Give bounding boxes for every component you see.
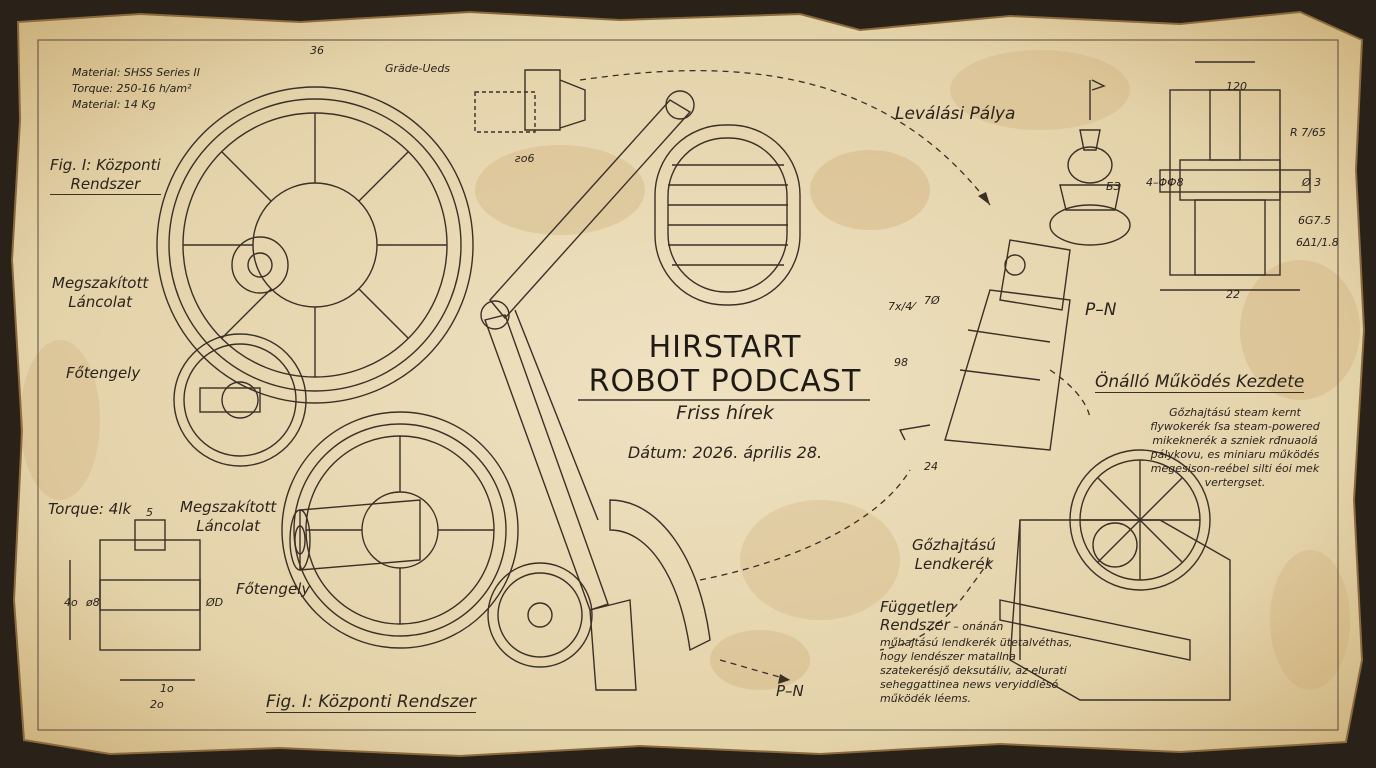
dim-od: ØD (206, 596, 224, 609)
label-independent-line2: Rendszer – onánán (880, 616, 1003, 635)
stain (475, 145, 645, 235)
tower-drawing (898, 79, 1131, 451)
label-independent-line1: Független (880, 598, 955, 616)
podcast-title-line1: HIRSTART (648, 330, 802, 365)
dim-6g75: 6G7.5 (1298, 214, 1332, 227)
label-chain-2-line2: Láncolat (196, 517, 260, 535)
steam-engine-drawing (999, 449, 1231, 701)
label-shaft-2: Főtengely (236, 580, 311, 598)
note-independent: műhajtású lendkerék ütetalvéthas, hogy l… (880, 636, 1073, 705)
fig-label-top-line2: Rendszer (50, 175, 161, 195)
label-flywheel-line2: Lendkerék (914, 555, 994, 573)
label-independent-word: Rendszer (880, 616, 950, 634)
label-flywheel-line1: Gőzhajtású (912, 536, 996, 554)
mic-arm (489, 99, 692, 320)
dim-o8: ø8 (86, 596, 100, 609)
gear-large-bottom (281, 411, 519, 649)
tower-dim-1: 7x/4⁄ (888, 300, 915, 313)
dim-120: 120 (1226, 80, 1247, 93)
label-path: Leválási Pálya (895, 104, 1016, 124)
stain (950, 50, 1130, 130)
dim-bolt: ƨo6 (515, 152, 535, 165)
label-flywheel: Gőzhajtású Lendkerék (912, 536, 996, 574)
label-shaft-1: Főtengely (66, 364, 141, 382)
dim-o3: Ø 3 (1302, 176, 1322, 189)
mic-base (589, 599, 637, 691)
tower-dim-3: 98 (894, 356, 908, 369)
stain (1240, 260, 1360, 400)
stain (1270, 550, 1350, 690)
fig-label-top-line1: Fig. I: Központi (50, 156, 161, 174)
dim-stamp: Gräde-Ueds (385, 62, 451, 75)
dim-6d118: 6Δ1/1.8 (1296, 236, 1339, 249)
label-chain-1-line1: Megszakított (52, 274, 149, 292)
podcast-subtitle: Friss hírek (676, 402, 774, 424)
dim-20: 2o (150, 698, 164, 711)
paper-sheet (10, 10, 1366, 758)
dim-left-a: 4–ΦФ8 (1146, 176, 1184, 189)
tower-dim-2: 7Ø (924, 294, 940, 307)
label-pn-1: P–N (1085, 300, 1117, 320)
dim-40: 4o (64, 596, 78, 609)
label-pn-2: P–N (776, 682, 804, 700)
tower-dim-4: 24 (924, 460, 938, 473)
stain (810, 150, 930, 230)
label-chain-2-line1: Megszakított (180, 498, 277, 516)
dim-left-b: ƂЗ (1106, 180, 1121, 193)
microphone-icon (654, 124, 801, 306)
label-start: Önálló Működés Kezdete (1095, 372, 1305, 393)
label-chain-1: Megszakított Láncolat (52, 274, 148, 312)
stain (740, 500, 900, 620)
gear-large-top (156, 86, 474, 404)
label-independent-tail: – onánán (949, 620, 1004, 633)
dim-36: 36 (310, 44, 324, 57)
cross-section-bottom-left (69, 519, 201, 681)
dim-5: 5 (146, 506, 153, 519)
label-chain-2: Megszakított Láncolat (180, 498, 276, 536)
fig-label-bottom: Fig. I: Központi Rendszer (266, 692, 476, 713)
frame-border (37, 39, 1339, 731)
dim-10: 1o (160, 682, 174, 695)
label-chain-1-line2: Láncolat (68, 293, 132, 311)
spec-weight: Material: 14 Kg (72, 98, 156, 111)
dim-r765: R 7/65 (1290, 126, 1326, 139)
stain (710, 630, 810, 690)
spec-material: Material: SHSS Series II (72, 66, 201, 79)
gear-small-bottom (487, 562, 593, 668)
note-steam: Gőzhajtású steam kernt flywokerék ſsa st… (1150, 406, 1320, 489)
cross-section-top-right (1159, 61, 1311, 291)
dim-22: 22 (1226, 288, 1240, 301)
gear-small-left (173, 333, 307, 467)
fig-label-top: Fig. I: Központi Rendszer (50, 156, 161, 195)
podcast-date: Dátum: 2026. április 28. (627, 443, 823, 462)
spec-torque: Torque: 250-16 h/am² (72, 82, 192, 95)
label-torque: Torque: 4lk (48, 500, 132, 518)
podcast-title-line2: ROBOT PODCAST (588, 364, 862, 399)
stain (20, 340, 100, 500)
